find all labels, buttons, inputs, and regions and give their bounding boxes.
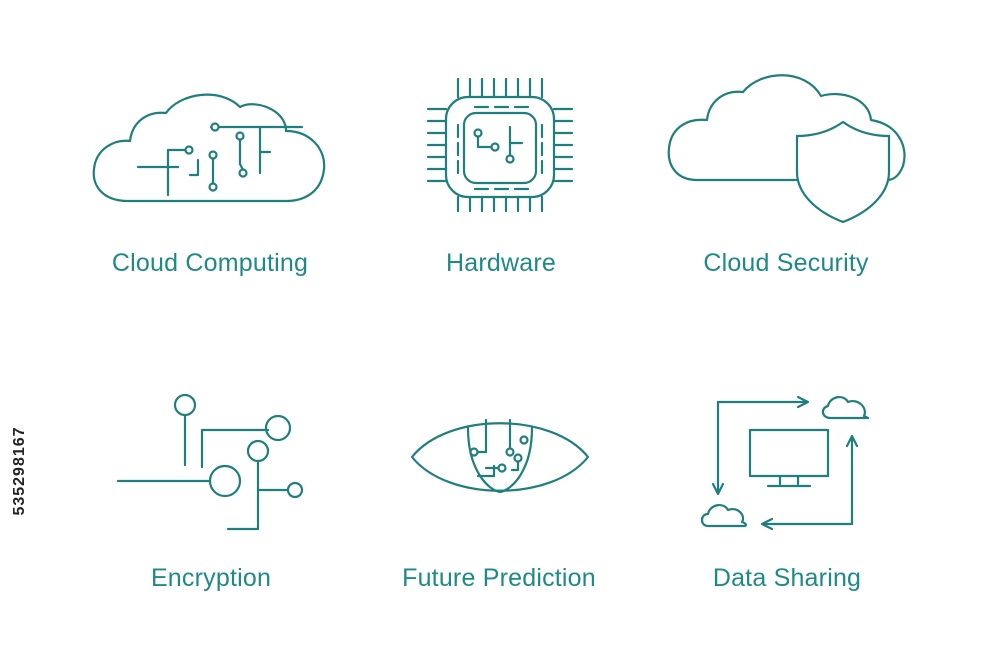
label-data-sharing: Data Sharing bbox=[712, 564, 862, 592]
chip-icon bbox=[420, 75, 580, 215]
cloud-shield-icon bbox=[665, 68, 910, 228]
label-hardware: Hardware bbox=[446, 249, 556, 277]
circuit-nodes-icon bbox=[110, 385, 310, 535]
label-cloud-computing: Cloud Computing bbox=[111, 249, 309, 277]
label-future-prediction: Future Prediction bbox=[402, 564, 596, 592]
label-encryption: Encryption bbox=[150, 564, 272, 592]
cloud-circuit-icon bbox=[90, 85, 330, 210]
monitor-clouds-arrows-icon bbox=[698, 388, 878, 533]
eye-circuit-icon bbox=[408, 410, 592, 504]
label-cloud-security: Cloud Security bbox=[703, 249, 869, 277]
stock-image-id: 535298167 bbox=[11, 426, 28, 516]
